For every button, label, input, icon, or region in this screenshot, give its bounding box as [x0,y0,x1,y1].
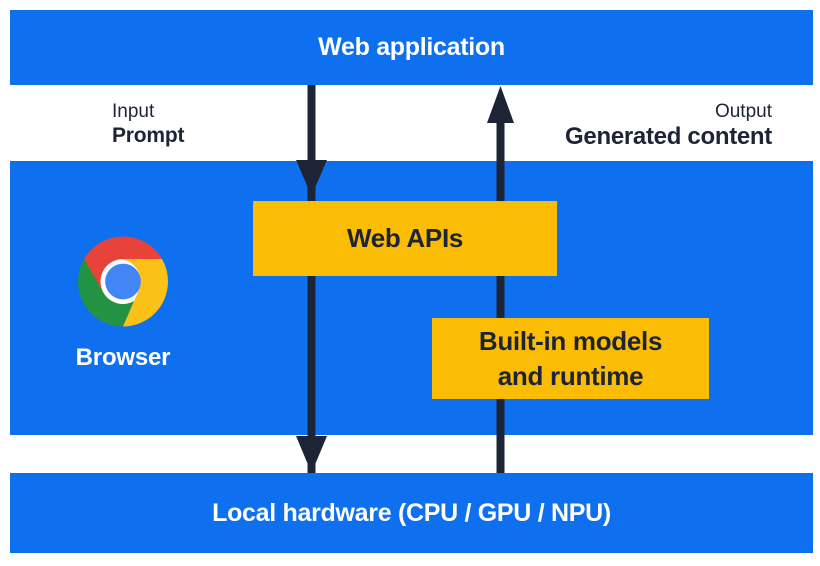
input-annotation: Input Prompt [112,100,185,149]
built-in-models-label-line1: Built-in models [478,325,663,356]
web-apis-label: Web APIs [346,223,464,253]
chrome-icon-yellow-segment [118,259,168,327]
input-value: Prompt [112,124,185,147]
web-application-label: Web application [318,33,505,61]
built-in-models-label: Built-in models and runtime [478,324,663,394]
prompt-down-arrowhead-lower [296,436,327,473]
output-up-arrowhead [487,86,514,123]
built-in-models-label-line2: and runtime [497,360,644,391]
local-hardware-layer: Local hardware (CPU / GPU / NPU) [10,473,813,553]
output-annotation: Output Generated content [565,100,772,150]
output-title: Output [714,101,772,122]
output-value: Generated content [565,123,772,150]
built-in-models-box: Built-in models and runtime [432,318,709,399]
web-apis-box: Web APIs [253,201,557,276]
browser-label: Browser [75,344,171,371]
chrome-icon-red-segment [84,236,162,293]
local-hardware-label: Local hardware (CPU / GPU / NPU) [212,498,611,527]
input-title: Input [112,101,155,122]
web-application-layer: Web application [10,10,813,85]
chrome-browser-icon [78,236,168,327]
chrome-icon-blue-center [105,263,141,300]
